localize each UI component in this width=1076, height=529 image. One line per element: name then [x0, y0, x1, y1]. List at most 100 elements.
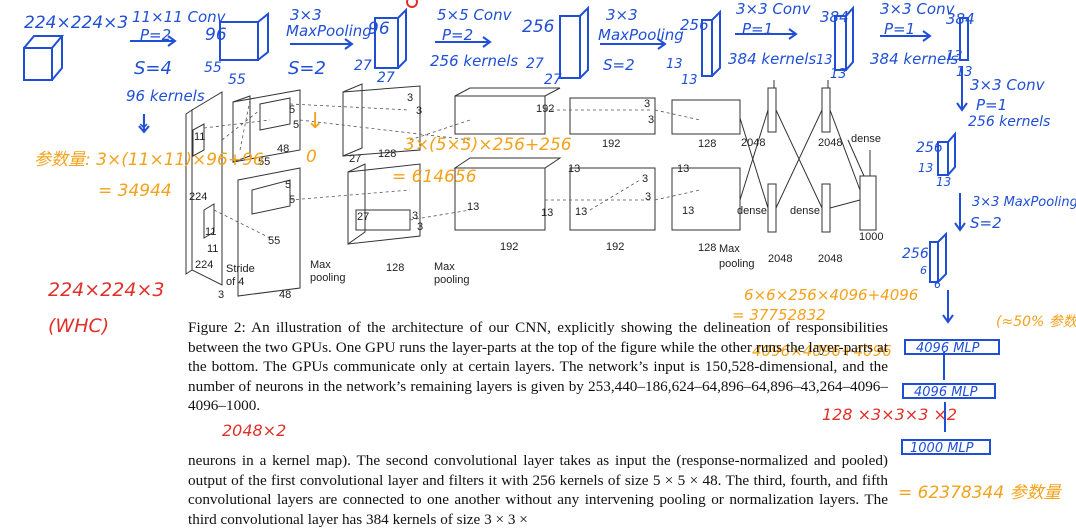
ann-p4-384: 384	[820, 8, 849, 26]
ann-p2-27a: 27	[526, 56, 544, 72]
ann-p2-256: 256	[522, 17, 555, 37]
blue-sketches	[23, 5, 1000, 455]
diag-label: 11	[207, 243, 218, 255]
diag-label: dense	[851, 133, 881, 145]
diag-label: Max	[719, 243, 740, 255]
ann-c1-55a: 55	[204, 60, 222, 76]
conv4-top	[569, 97, 656, 135]
conv5-bottom	[671, 167, 741, 231]
diag-label: 128	[698, 242, 716, 254]
ann-p6-13b: 13	[936, 175, 951, 189]
diag-label: 2048	[741, 137, 765, 149]
diag-label: pooling	[310, 272, 345, 284]
ann-pool-a-s: S=2	[288, 58, 326, 79]
figure-caption: Figure 2: An illustration of the archite…	[188, 319, 888, 415]
diag-label: 3	[642, 173, 648, 185]
input-volume	[191, 91, 223, 286]
body-paragraph: neurons in a kernel map). The second con…	[188, 452, 888, 528]
diag-label: dense	[737, 205, 767, 217]
diag-label: 2048	[768, 253, 792, 265]
diag-label: 11	[205, 226, 216, 238]
diag-label: 192	[602, 138, 620, 150]
diag-label: 13	[568, 163, 580, 175]
ann-pool-c: 3×3 MaxPooling	[972, 195, 1076, 210]
ann-fc1-params-c: 4096×4096+4096	[752, 342, 892, 360]
conv1-bottom	[237, 167, 301, 297]
ann-mlp-4096b: 4096 MLP	[914, 385, 978, 400]
ann-conv1: 11×11 Conv	[132, 8, 227, 26]
ann-pool-c-s: S=2	[970, 214, 1002, 232]
ann-whc-b: (WHC)	[48, 315, 109, 337]
ann-conv1-p: P=2	[140, 26, 171, 44]
diag-label: 3	[416, 105, 422, 117]
diag-label: 224	[189, 191, 207, 203]
diag-label: 3	[407, 92, 413, 104]
dense1-bottom	[767, 183, 777, 233]
ann-pool-a: 3×3	[290, 6, 322, 24]
ann-conv5: 3×3 Conv	[970, 76, 1046, 94]
diag-label: 128	[378, 148, 396, 160]
ann-mlp-1000: 1000 MLP	[910, 441, 974, 456]
diag-label: 128	[698, 138, 716, 150]
ann-pool-a2: MaxPooling	[286, 22, 372, 40]
diag-label: 2048	[818, 137, 842, 149]
ann-orange-zero: 0	[306, 147, 317, 167]
diag-label: 1000	[859, 231, 883, 243]
ann-arrow-down1: ↓	[136, 112, 151, 133]
ann-mlp-4096a: 4096 MLP	[916, 341, 980, 356]
diag-label: pooling	[434, 274, 469, 286]
diag-label: 27	[357, 211, 369, 223]
ann-conv5-p: P=1	[976, 96, 1007, 114]
ann-p7-6a: 6	[920, 264, 927, 277]
ann-conv4: 3×3 Conv	[880, 0, 956, 18]
diag-label: 3	[644, 98, 650, 110]
output-layer	[859, 175, 877, 231]
diag-label: 3	[417, 221, 423, 233]
ann-orange-arrow: ↓	[306, 109, 324, 134]
ann-total: = 62378344 参数量	[898, 483, 1063, 503]
diag-label: 5	[285, 179, 291, 191]
ann-c2-params-a: 3×(5×5)×256+256	[404, 135, 572, 155]
diag-label: of 4	[226, 276, 244, 288]
ann-conv1-k: 96 kernels	[126, 87, 205, 105]
conv3-top	[454, 95, 546, 135]
diag-label: 3	[648, 114, 654, 126]
ann-c1-96: 96	[205, 25, 227, 45]
ann-conv2-p: P=2	[442, 26, 473, 44]
ann-p7-6b: 6	[934, 278, 941, 291]
ann-pool-b2: MaxPooling	[598, 26, 684, 44]
ann-pool-b: 3×3	[606, 6, 638, 24]
ann-c1-params-b: = 34944	[98, 181, 172, 201]
ann-c1-55b: 55	[228, 72, 246, 88]
ann-p1-96: 96	[368, 19, 390, 39]
ann-p5-384: 384	[946, 10, 975, 28]
ann-p6-256: 256	[916, 140, 943, 156]
diag-label: 3	[645, 191, 651, 203]
architecture-diagram	[185, 80, 877, 297]
ann-pct: (≈50% 参数)	[996, 314, 1076, 330]
diag-label: 48	[279, 289, 291, 301]
diag-label: dense	[790, 205, 820, 217]
diag-label: 13	[677, 163, 689, 175]
input-kernel-top	[192, 123, 205, 157]
diag-label: 224	[195, 259, 213, 271]
ann-p7-256: 256	[902, 246, 929, 262]
diag-label: 13	[575, 206, 587, 218]
ann-fc1-params-b: = 37752832	[732, 306, 826, 324]
ann-conv4-p: P=1	[884, 20, 915, 38]
ann-conv5-k: 256 kernels	[968, 114, 1050, 130]
ann-conv3-p: P=1	[742, 20, 773, 38]
ann-whc-a: 224×224×3	[48, 279, 164, 301]
diag-label: Max	[434, 261, 455, 273]
diag-label: 5	[289, 104, 295, 116]
ann-split: 2048×2	[222, 421, 286, 440]
ann-c1-params-a: 参数量: 3×(11×11)×96+96	[34, 150, 264, 170]
dense2-top	[821, 87, 831, 133]
ann-conv3: 3×3 Conv	[736, 0, 812, 18]
diag-label: 192	[536, 103, 554, 115]
ann-conv2-k: 256 kernels	[430, 52, 518, 70]
conv5-top	[671, 99, 741, 135]
diag-label: 5	[289, 194, 295, 206]
diag-label: 13	[682, 205, 694, 217]
diag-label: 13	[467, 201, 479, 213]
